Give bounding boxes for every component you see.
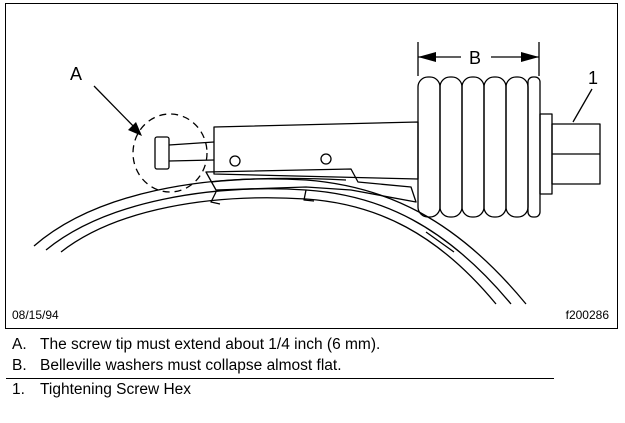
- dimension-b-arrow-right: [521, 52, 539, 62]
- screw-tip-neck: [168, 141, 215, 162]
- clamp-band-edge-2: [303, 189, 315, 202]
- callout-a-arrow: [128, 122, 142, 136]
- legend-item-1: 1. Tightening Screw Hex: [12, 380, 612, 401]
- rivet-2: [320, 153, 332, 165]
- legend-key: B.: [12, 357, 27, 374]
- date-stamp: 08/15/94: [12, 308, 59, 322]
- legend: A. The screw tip must extend about 1/4 i…: [6, 335, 612, 401]
- callout-1-label: 1: [588, 68, 598, 88]
- clamp-band-inner-2: [60, 197, 497, 305]
- clamp-band-end: [425, 231, 455, 253]
- rivet-1: [229, 155, 241, 167]
- legend-key: A.: [12, 336, 27, 353]
- belleville-washer-stack: [417, 76, 541, 218]
- legend-item-a: A. The screw tip must extend about 1/4 i…: [12, 335, 612, 356]
- legend-item-b: B. Belleville washers must collapse almo…: [12, 356, 612, 377]
- legend-key: 1.: [12, 381, 25, 398]
- legend-text: The screw tip must extend about 1/4 inch…: [40, 336, 381, 353]
- tightening-screw-hex: [551, 123, 601, 185]
- callout-a-circle: [132, 113, 208, 193]
- callout-a-label: A: [70, 64, 82, 84]
- screw-tip: [154, 136, 170, 170]
- callout-1-leader: [572, 88, 593, 123]
- clamp-band-edge: [210, 191, 221, 205]
- figure-frame: A B 1 08/15/94 f200286: [5, 3, 618, 329]
- figure-id: f200286: [565, 308, 609, 322]
- hex-washer: [539, 113, 553, 195]
- clamp-band-outer: [33, 178, 527, 305]
- screw-shank: [213, 121, 419, 180]
- dimension-b-arrow-left: [418, 52, 436, 62]
- legend-divider: [6, 378, 554, 379]
- clamp-housing: [205, 168, 417, 203]
- legend-text: Tightening Screw Hex: [40, 381, 192, 398]
- hose-clamp-illustration: A B 1: [33, 42, 601, 305]
- callout-b-label: B: [469, 48, 481, 68]
- callout-a-leader: [93, 85, 140, 133]
- clamp-housing-bridge: [210, 177, 347, 183]
- clamp-band-inner-1: [45, 188, 512, 305]
- legend-text: Belleville washers must collapse almost …: [40, 357, 342, 374]
